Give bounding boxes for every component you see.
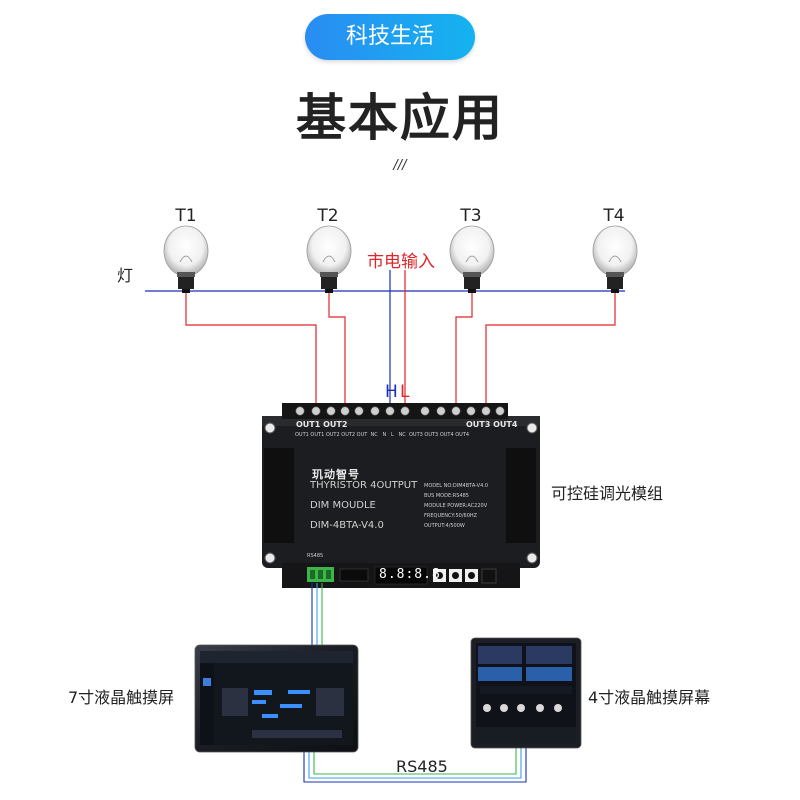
bulb-t3 bbox=[450, 226, 494, 293]
rs485-bus-label: RS485 bbox=[396, 757, 448, 776]
module-line3: DIM-4BTA-V4.0 bbox=[310, 520, 384, 531]
module-terminal-right: OUT3 OUT4 bbox=[466, 420, 517, 429]
module-terminal-left: OUT1 OUT2 bbox=[296, 420, 347, 429]
module-line1: THYRISTOR 4OUTPUT bbox=[310, 480, 417, 491]
module-line2: DIM MOUDLE bbox=[310, 500, 376, 511]
module-caption: 可控硅调光模组 bbox=[551, 480, 663, 504]
module-spec-5: OUTPUT:4/500W bbox=[424, 521, 488, 531]
touchscreen-4-inch bbox=[471, 638, 581, 748]
screen4-caption: 4寸液晶触摸屏幕 bbox=[588, 684, 710, 708]
module-rs485-label: RS485 bbox=[307, 553, 323, 559]
screen7-caption: 7寸液晶触摸屏 bbox=[68, 684, 174, 708]
output-wires bbox=[186, 293, 615, 403]
bulb-t1 bbox=[164, 226, 208, 293]
touchscreen-7-inch bbox=[195, 645, 358, 752]
module-spec-3: MODULE POWER:AC220V bbox=[424, 501, 488, 511]
module-pin-row: OUT1 OUT1 OUT2 OUT2 OUT NC N L NC OUT3 O… bbox=[295, 432, 469, 438]
module-spec-2: BUS MODE:RS485 bbox=[424, 491, 488, 501]
module-led-display: 8.8:8.8 bbox=[379, 567, 441, 582]
module-specs: MODEL NO:DIM4BTA-V4.0 BUS MODE:RS485 MOD… bbox=[424, 481, 488, 531]
bulb-t2 bbox=[307, 226, 351, 293]
bulb-t4 bbox=[593, 226, 637, 293]
dimmer-module bbox=[262, 403, 540, 588]
module-spec-1: MODEL NO:DIM4BTA-V4.0 bbox=[424, 481, 488, 491]
module-spec-4: FREQUENCY:50/60HZ bbox=[424, 511, 488, 521]
